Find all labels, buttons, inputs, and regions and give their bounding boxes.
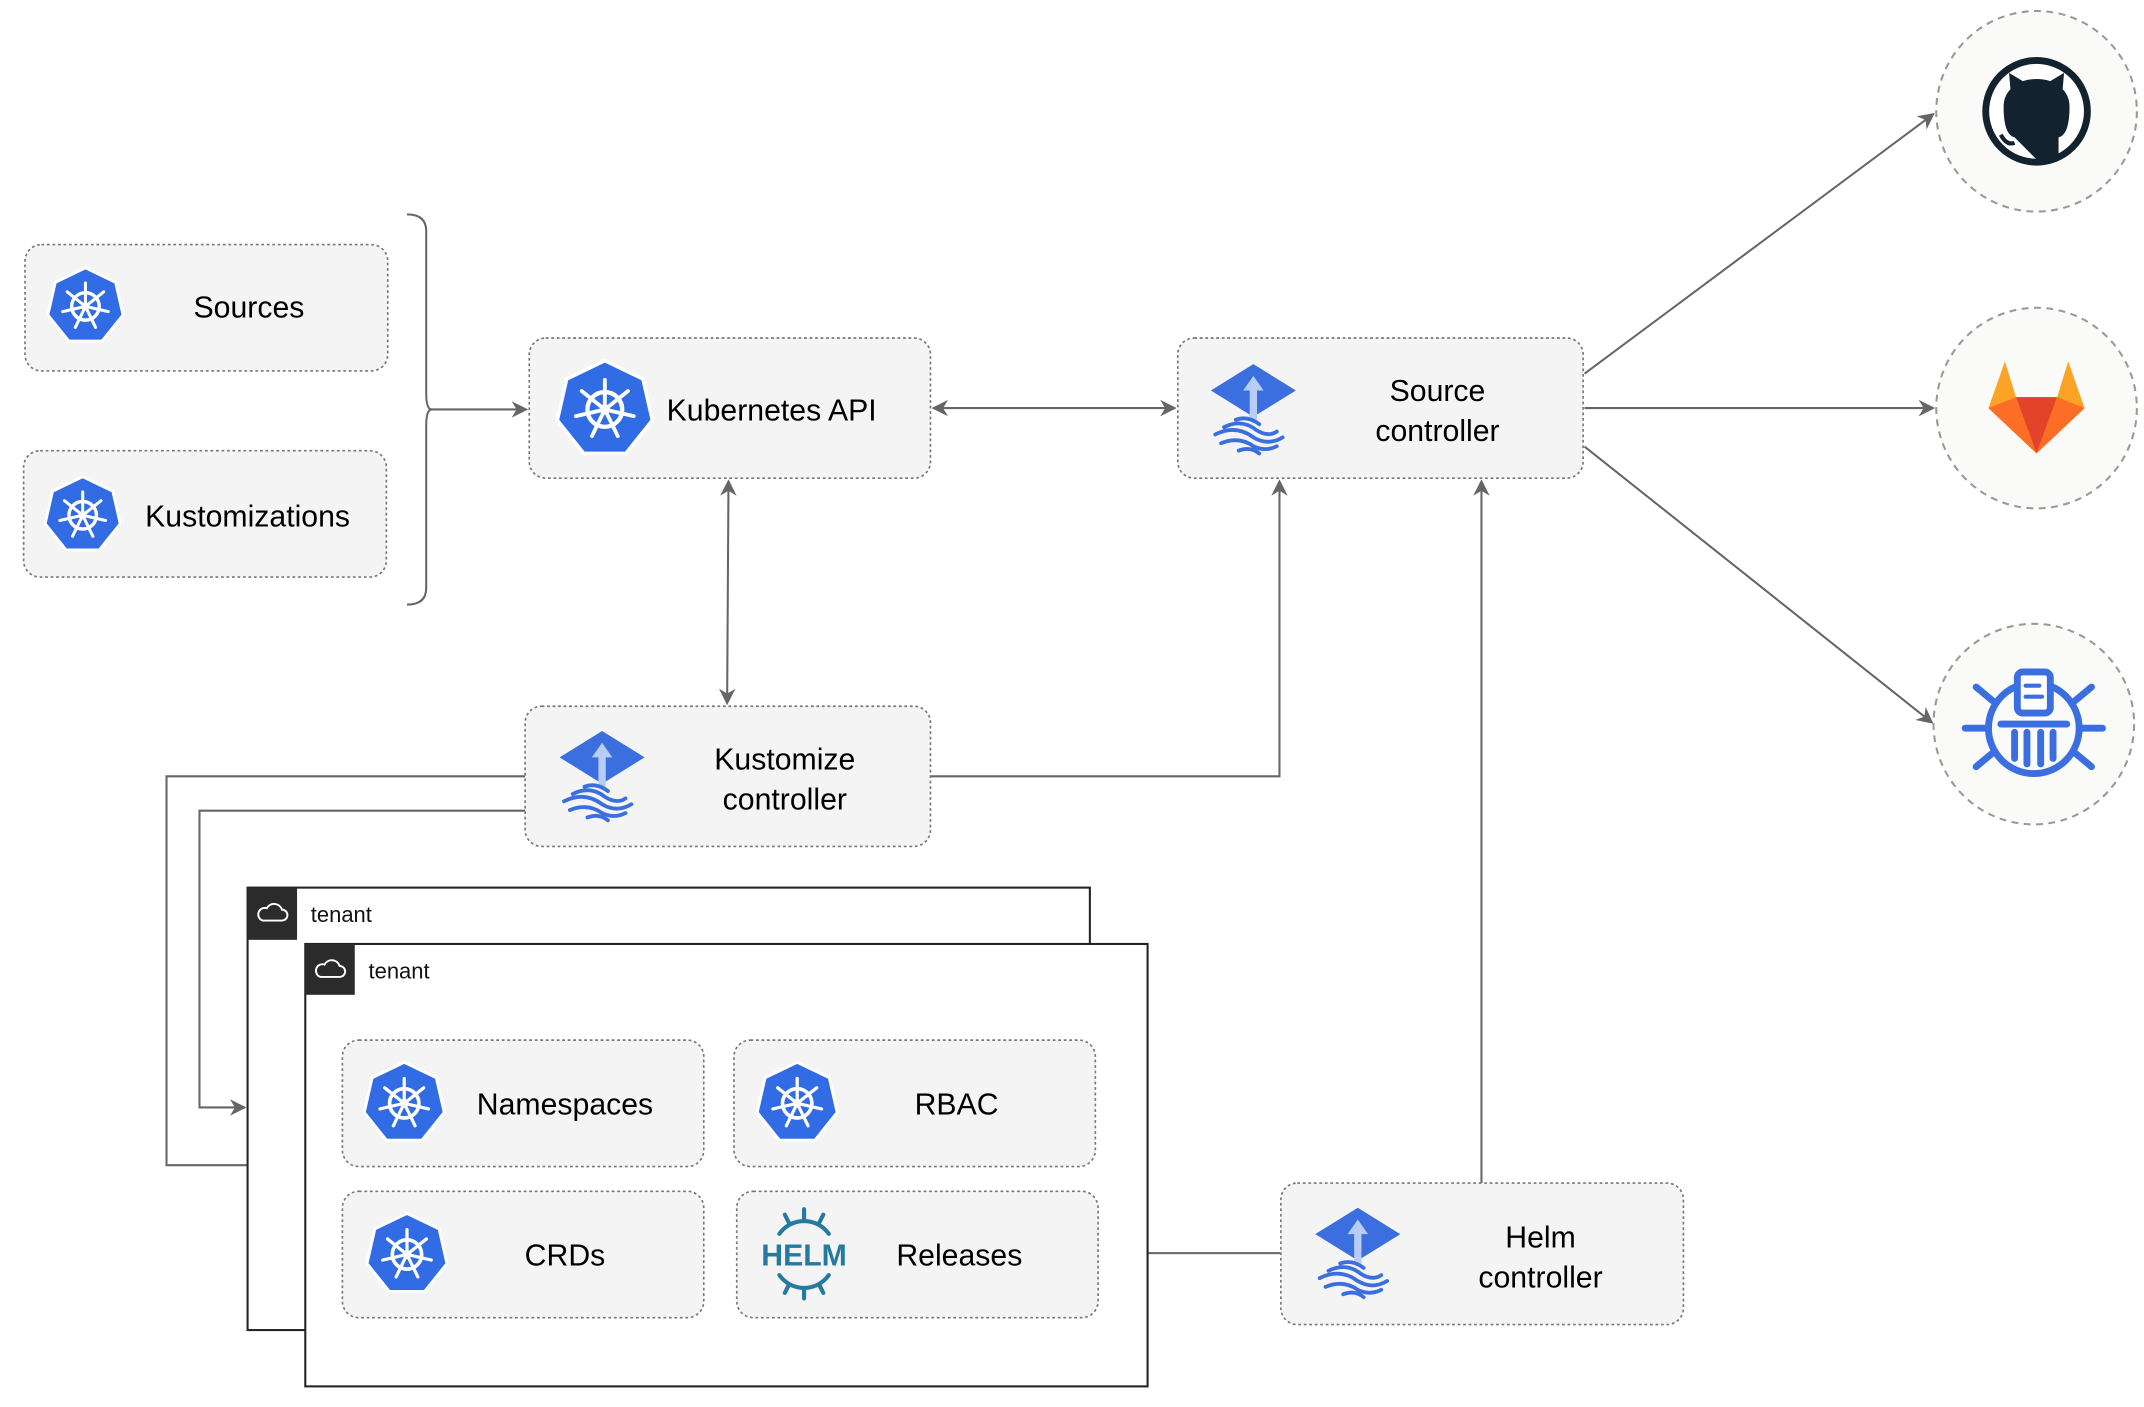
node-crds[interactable]: CRDs — [341, 1190, 705, 1319]
bucket-icon — [1961, 668, 2106, 778]
tenant-label: tenant — [369, 958, 430, 983]
helm-logo-text: HELM — [761, 1239, 847, 1272]
edge-source-to-bucket — [1583, 445, 1934, 724]
github-icon — [1982, 57, 2091, 166]
node-sources[interactable]: Sources — [24, 243, 389, 372]
tenant-label: tenant — [311, 902, 372, 927]
node-helm-controller[interactable]: Helm controller — [1280, 1182, 1685, 1326]
node-source-controller[interactable]: Source controller — [1176, 337, 1584, 479]
node-rbac[interactable]: RBAC — [733, 1039, 1097, 1168]
external-gitlab[interactable] — [1935, 306, 2138, 510]
rbac-label: RBAC — [915, 1088, 999, 1121]
namespaces-label: Namespaces — [477, 1088, 653, 1121]
external-bucket[interactable] — [1932, 622, 2136, 826]
helm-controller-label-1: Helm — [1505, 1222, 1576, 1255]
kustomizations-label: Kustomizations — [145, 500, 350, 533]
source-controller-label-2: controller — [1375, 415, 1499, 448]
external-github[interactable] — [1935, 9, 2138, 213]
node-kustomize-controller[interactable]: Kustomize controller — [524, 705, 932, 848]
edge-kubernetes-api-kustomize-controller — [718, 479, 737, 706]
helm-controller-label-2: controller — [1478, 1261, 1602, 1294]
edge-kustomize-to-tenant-back — [198, 809, 526, 1116]
source-controller-label-1: Source — [1390, 375, 1486, 408]
sources-label: Sources — [194, 291, 305, 324]
kustomize-controller-label-1: Kustomize — [714, 743, 855, 776]
crds-label: CRDs — [525, 1239, 606, 1272]
node-namespaces[interactable]: Namespaces — [341, 1039, 705, 1168]
node-kubernetes-api[interactable]: Kubernetes API — [528, 337, 932, 479]
node-releases[interactable]: HELM Releases — [735, 1190, 1099, 1319]
node-kustomizations[interactable]: Kustomizations — [22, 449, 388, 578]
kubernetes-api-label: Kubernetes API — [667, 394, 877, 427]
edge-kustomize-to-tenant-front — [165, 775, 526, 1174]
edge-source-to-github — [1583, 113, 1935, 375]
releases-label: Releases — [896, 1239, 1022, 1272]
edge-kustomize-to-source-controller — [930, 479, 1288, 778]
edges — [165, 113, 1936, 1262]
gitlab-icon — [1988, 361, 2085, 454]
kustomize-controller-label-2: controller — [723, 783, 847, 816]
bracket — [406, 213, 432, 606]
helm-icon: HELM — [761, 1207, 847, 1301]
